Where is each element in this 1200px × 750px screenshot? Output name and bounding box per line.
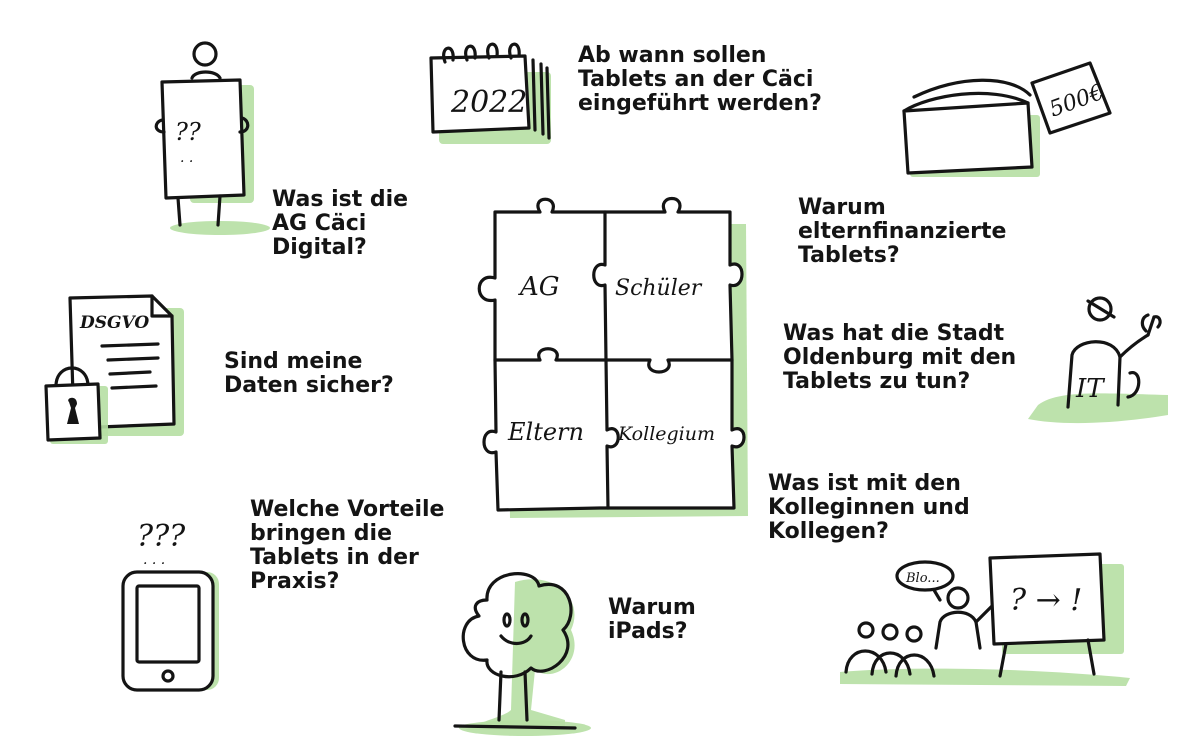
it-label: IT bbox=[1075, 374, 1105, 404]
calendar-year: 2022 bbox=[450, 85, 527, 120]
classroom-illustration: Blo... ? → ! bbox=[830, 552, 1130, 692]
dsgvo-document-illustration: DSGVO bbox=[40, 290, 190, 450]
tree-illustration bbox=[445, 560, 595, 740]
calendar-icon: 2022 bbox=[425, 38, 555, 150]
dsgvo-label: DSGVO bbox=[79, 313, 149, 333]
question-kollegen: Was ist mit den Kolleginnen und Kollegen… bbox=[768, 471, 970, 544]
puzzle-piece-schueler: Schüler bbox=[615, 276, 703, 301]
puzzle-illustration: AG Schüler Eltern Kollegium bbox=[460, 190, 750, 520]
person-sign-marks: ?? bbox=[175, 118, 201, 146]
speech-bubble-text: Blo... bbox=[905, 571, 940, 586]
question-intro: Ab wann sollen Tablets an der Cäci einge… bbox=[578, 43, 822, 116]
question-finance: Warum elternfinanzierte Tablets? bbox=[798, 195, 1007, 268]
money-illustration: 500€ bbox=[900, 55, 1120, 185]
puzzle-piece-ag: AG bbox=[518, 272, 560, 302]
it-worker-illustration: IT bbox=[1018, 295, 1178, 435]
question-stadt: Was hat die Stadt Oldenburg mit den Tabl… bbox=[783, 321, 1017, 394]
question-ag: Was ist die AG Cäci Digital? bbox=[272, 187, 409, 260]
puzzle-piece-kollegium: Kollegium bbox=[617, 423, 715, 445]
puzzle-piece-eltern: Eltern bbox=[507, 418, 584, 446]
svg-text:. . .: . . . bbox=[143, 552, 165, 568]
svg-text:. .: . . bbox=[180, 150, 193, 166]
tablet-question-marks: ??? bbox=[137, 519, 186, 554]
person-with-sign-illustration: ?? . . bbox=[150, 40, 270, 235]
whiteboard-text: ? → ! bbox=[1010, 583, 1082, 618]
tablet-illustration: ??? . . . bbox=[115, 512, 225, 697]
question-vorteile: Welche Vorteile bringen die Tablets in d… bbox=[250, 497, 445, 594]
question-daten: Sind meine Daten sicher? bbox=[224, 349, 394, 398]
question-ipads: Warum iPads? bbox=[608, 595, 696, 644]
